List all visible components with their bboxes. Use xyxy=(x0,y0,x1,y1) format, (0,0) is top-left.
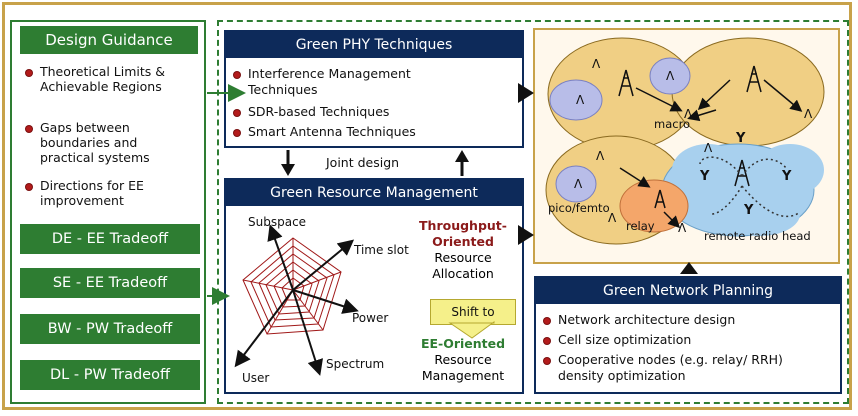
bullet-icon xyxy=(544,357,550,364)
np-item-cell-size: Cell size optimization xyxy=(544,332,691,348)
cell-macro-right xyxy=(671,37,825,147)
arrow-joint-down xyxy=(281,150,295,176)
dg-item-directions: Directions for EE improvement xyxy=(26,178,170,208)
svg-text:ᐱ: ᐱ xyxy=(608,211,617,225)
radar-chart xyxy=(234,224,359,376)
ee-line3: Management xyxy=(421,368,505,383)
rra-line1: Resource xyxy=(434,250,492,265)
tradeoff-dl-pw: DL - PW Tradeoff xyxy=(20,360,200,390)
radar-label-spectrum: Spectrum xyxy=(326,357,384,371)
bullet-icon xyxy=(26,125,32,132)
arrow-planning-up xyxy=(680,262,698,274)
svg-text:ᐱ: ᐱ xyxy=(684,107,693,121)
throughput-line2: Oriented xyxy=(432,234,494,249)
tradeoff-de-ee: DE - EE Tradeoff xyxy=(20,224,200,254)
radar-label-subspace: Subspace xyxy=(248,215,306,229)
joint-design-label: Joint design xyxy=(326,155,400,170)
arrow-joint-up xyxy=(455,150,469,176)
phy-item-antenna: Smart Antenna Techniques xyxy=(234,124,416,140)
rrh-fiber-links xyxy=(699,156,801,218)
svg-text:Y: Y xyxy=(743,203,754,218)
shift-arrow xyxy=(448,321,495,339)
phy-title: Green PHY Techniques xyxy=(226,32,522,58)
label-pico-femto: pico/femto xyxy=(548,201,610,215)
pico-cell-2 xyxy=(649,57,691,95)
phy-item-interference: Interference Management Techniques xyxy=(234,66,438,98)
radar-label-user: User xyxy=(242,371,269,385)
bullet-icon xyxy=(234,109,240,116)
ee-line1: EE-Oriented xyxy=(420,336,506,351)
resource-title: Green Resource Management xyxy=(226,180,522,206)
radar-label-time-slot: Time slot xyxy=(353,243,409,257)
svg-text:ᐱ: ᐱ xyxy=(596,149,605,163)
rra-line2: Allocation xyxy=(432,266,494,281)
arrow-dg-to-resource xyxy=(207,287,230,305)
arrow-resource-to-network xyxy=(518,225,534,245)
label-macro: macro xyxy=(654,117,690,131)
network-planning-panel: Green Network Planning xyxy=(534,276,842,394)
tower-icon xyxy=(618,65,762,209)
pico-cell-1 xyxy=(549,79,603,121)
svg-text:ᐱ: ᐱ xyxy=(576,93,585,107)
radar-label-power: Power xyxy=(352,311,388,325)
tradeoff-bw-pw: BW - PW Tradeoff xyxy=(20,314,200,344)
svg-text:ᐱ: ᐱ xyxy=(666,69,675,83)
bullet-icon xyxy=(544,317,550,324)
design-guidance-title: Design Guidance xyxy=(20,26,198,54)
rrh-icons: Y Y Y Y xyxy=(699,131,792,218)
rrh-cloud xyxy=(661,143,824,237)
np-item-cooperative: Cooperative nodes (e.g. relay/ RRH) dens… xyxy=(544,352,798,384)
bullet-icon xyxy=(26,183,32,190)
phy-panel: Green PHY Techniques xyxy=(224,30,524,148)
dg-item-gaps: Gaps between boundaries and practical sy… xyxy=(26,120,190,165)
svg-text:ᐱ: ᐱ xyxy=(678,221,687,235)
bullet-icon xyxy=(544,337,550,344)
arrow-dg-to-phy xyxy=(207,84,246,102)
np-item-architecture: Network architecture design xyxy=(544,312,735,328)
phy-item-sdr: SDR-based Techniques xyxy=(234,104,389,120)
ee-line2: Resource xyxy=(434,352,492,367)
svg-text:Y: Y xyxy=(781,169,792,184)
link-arrows xyxy=(619,79,803,229)
bullet-icon xyxy=(234,129,240,136)
bullet-icon xyxy=(234,71,240,78)
svg-text:Y: Y xyxy=(735,131,746,146)
dashed-frame xyxy=(217,20,849,404)
dg-item-limits: Theoretical Limits & Achievable Regions xyxy=(26,64,190,94)
svg-text:ᐱ: ᐱ xyxy=(704,141,713,155)
label-relay: relay xyxy=(626,219,655,233)
bullet-icon xyxy=(26,69,32,76)
tradeoff-se-ee: SE - EE Tradeoff xyxy=(20,268,200,298)
arrow-phy-to-network xyxy=(518,83,534,103)
mobile-icons: ᐱ ᐱ ᐱ ᐱ ᐱ ᐱ ᐱ ᐱ ᐱ ᐱ xyxy=(574,57,813,235)
svg-text:ᐱ: ᐱ xyxy=(804,107,813,121)
pico-cell-3 xyxy=(555,165,597,203)
label-remote-radio-head: remote radio head xyxy=(704,229,811,243)
network-planning-title: Green Network Planning xyxy=(536,278,840,304)
svg-text:Y: Y xyxy=(699,169,710,184)
svg-text:ᐱ: ᐱ xyxy=(574,177,583,191)
throughput-line1: Throughput- xyxy=(419,218,507,233)
svg-text:ᐱ: ᐱ xyxy=(592,57,601,71)
